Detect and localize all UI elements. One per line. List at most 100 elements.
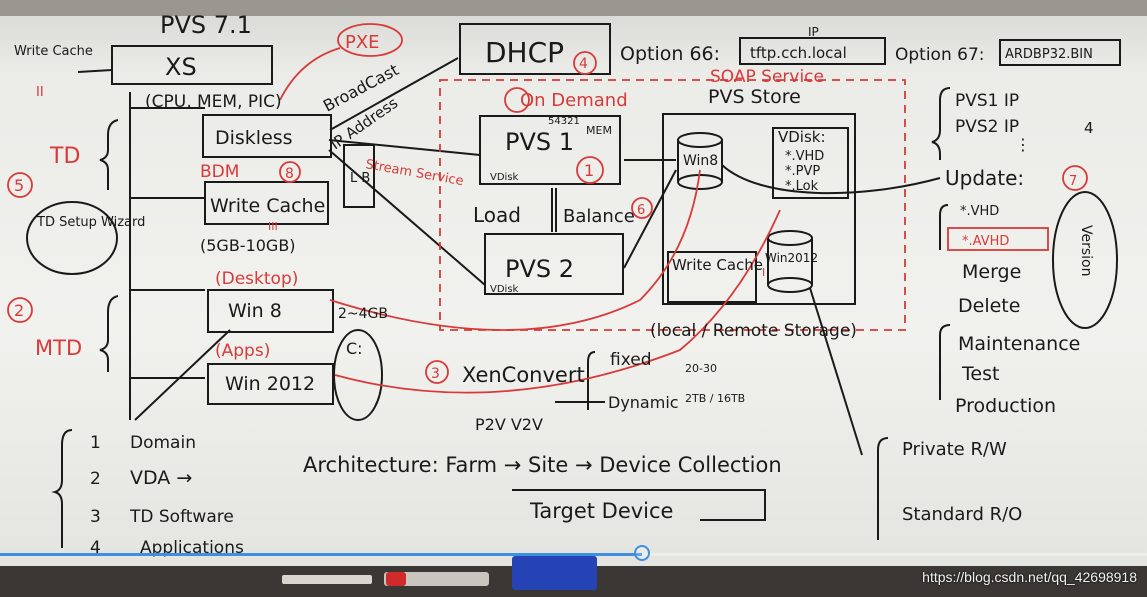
xenconvert-label: XenConvert	[462, 363, 585, 387]
test-label: Test	[961, 363, 999, 385]
list-item: Domain	[130, 433, 196, 453]
pvs-store-title: PVS Store	[708, 86, 801, 108]
stream-label: Stream Service	[364, 157, 464, 189]
red-marker-cap	[386, 572, 406, 586]
diskless-box	[202, 114, 332, 158]
xs-box	[111, 45, 273, 85]
pvs1-label: PVS 1	[505, 128, 574, 156]
ram-label: 2~4GB	[338, 306, 388, 322]
store-write-cache: Write Cache	[672, 256, 763, 274]
lb-label: L B	[350, 171, 370, 186]
diskless-label: Diskless	[215, 127, 293, 149]
write-cache-top-num: II	[36, 85, 44, 100]
avhd-label: *.AVHD	[962, 234, 1009, 249]
eraser	[512, 556, 597, 590]
option67-label: Option 67:	[895, 45, 985, 65]
arrow-win8-domain	[134, 329, 231, 421]
merge-label: Merge	[962, 261, 1021, 283]
write-cache-left-num: III	[268, 220, 278, 233]
vdisk-small2: VDisk	[490, 284, 519, 295]
option66-box	[739, 37, 886, 65]
cache-size: (5GB-10GB)	[200, 236, 296, 255]
vdisk-item: *.Lok	[785, 179, 819, 194]
list-item: 2	[90, 469, 101, 489]
update-num: 7	[1069, 174, 1077, 189]
write-cache-left: Write Cache	[210, 195, 325, 217]
vhd-label: *.VHD	[960, 204, 999, 219]
option66-value: tftp.cch.local	[750, 44, 847, 62]
whiteboard-frame	[0, 0, 1147, 16]
dynamic-label: Dynamic	[608, 393, 679, 412]
dynamic-range: 2TB / 16TB	[685, 392, 745, 405]
store-write-cache-box	[667, 251, 757, 303]
xs-label: XS	[165, 53, 197, 81]
c-drive-label: C:	[346, 339, 363, 358]
write-cache-box	[204, 181, 329, 225]
vdisk-item: *.VHD	[785, 149, 824, 164]
resources-label: (CPU, MEM, PIC)	[145, 92, 282, 112]
pvs1-box	[479, 115, 621, 185]
pvs2-label: PVS 2	[505, 255, 574, 283]
desktop-label: (Desktop)	[215, 269, 298, 289]
balance-label: Balance	[563, 206, 635, 227]
load-label: Load	[473, 203, 521, 227]
standard-label: Standard R/O	[902, 504, 1022, 525]
target-device-label: Target Device	[529, 499, 673, 523]
architecture-label: Architecture: Farm → Site → Device Colle…	[303, 453, 782, 477]
bdm-num: 8	[285, 166, 294, 182]
pvs1-ip: PVS1 IP	[955, 91, 1019, 111]
vdisk-small: VDisk	[490, 172, 519, 183]
list-item: 1	[90, 433, 101, 453]
list-item: 4	[90, 538, 101, 558]
bdm-label: BDM	[200, 162, 239, 182]
mtd-label: MTD	[35, 336, 82, 360]
version-label: Version	[1078, 225, 1094, 276]
pxe-label: PXE	[345, 32, 380, 53]
pvs2-ip: PVS2 IP	[955, 117, 1019, 137]
on-demand-label: On Demand	[520, 90, 628, 111]
balance-num: 6	[637, 203, 645, 218]
private-label: Private R/W	[902, 439, 1007, 460]
c-drive	[333, 329, 383, 421]
dhcp-label: DHCP	[485, 36, 564, 69]
store-win8: Win8	[683, 153, 718, 169]
storage-label: (local / Remote Storage)	[650, 321, 857, 341]
arrow-store-update	[721, 164, 941, 195]
list-item: VDA →	[130, 467, 192, 489]
arrow-store-private	[809, 287, 863, 456]
fixed-range: 20-30	[685, 362, 717, 375]
pvs-store-box	[662, 113, 856, 305]
td-label: TD	[49, 144, 80, 169]
arrow-broadcast	[329, 57, 459, 131]
video-progress-thumb[interactable]	[634, 545, 651, 561]
delete-label: Delete	[958, 295, 1020, 317]
black-marker	[282, 575, 372, 584]
maintenance-label: Maintenance	[958, 333, 1080, 355]
store-write-cache-num: I	[762, 266, 765, 279]
soap-region	[439, 79, 906, 331]
vdisk-item: *.PVP	[785, 164, 820, 179]
win2012-box	[207, 363, 334, 405]
xenconvert-num: 3	[431, 366, 440, 382]
update-label: Update:	[945, 166, 1024, 190]
win8-box	[207, 289, 334, 333]
pvs1-num: 1	[584, 161, 594, 180]
store-win2012: Win2012	[765, 251, 818, 265]
video-progress-fill	[0, 553, 643, 556]
fixed-label: fixed	[610, 350, 652, 370]
option67-value: ARDBP32.BIN	[1005, 47, 1093, 62]
option66-label: Option 66:	[620, 43, 720, 65]
td-num: 5	[14, 176, 24, 195]
option67-box	[999, 39, 1121, 66]
red-marker	[384, 572, 489, 586]
dhcp-num: 4	[579, 56, 588, 72]
dhcp-box	[459, 23, 611, 75]
mem-label: MEM	[586, 124, 612, 137]
arrow-pvs2-store	[623, 169, 677, 269]
watermark-text: https://blog.csdn.net/qq_42698918	[922, 569, 1137, 585]
list-item: 3	[90, 507, 101, 527]
lb-box	[343, 144, 375, 208]
arrow-diskless-pvs2	[328, 149, 486, 286]
